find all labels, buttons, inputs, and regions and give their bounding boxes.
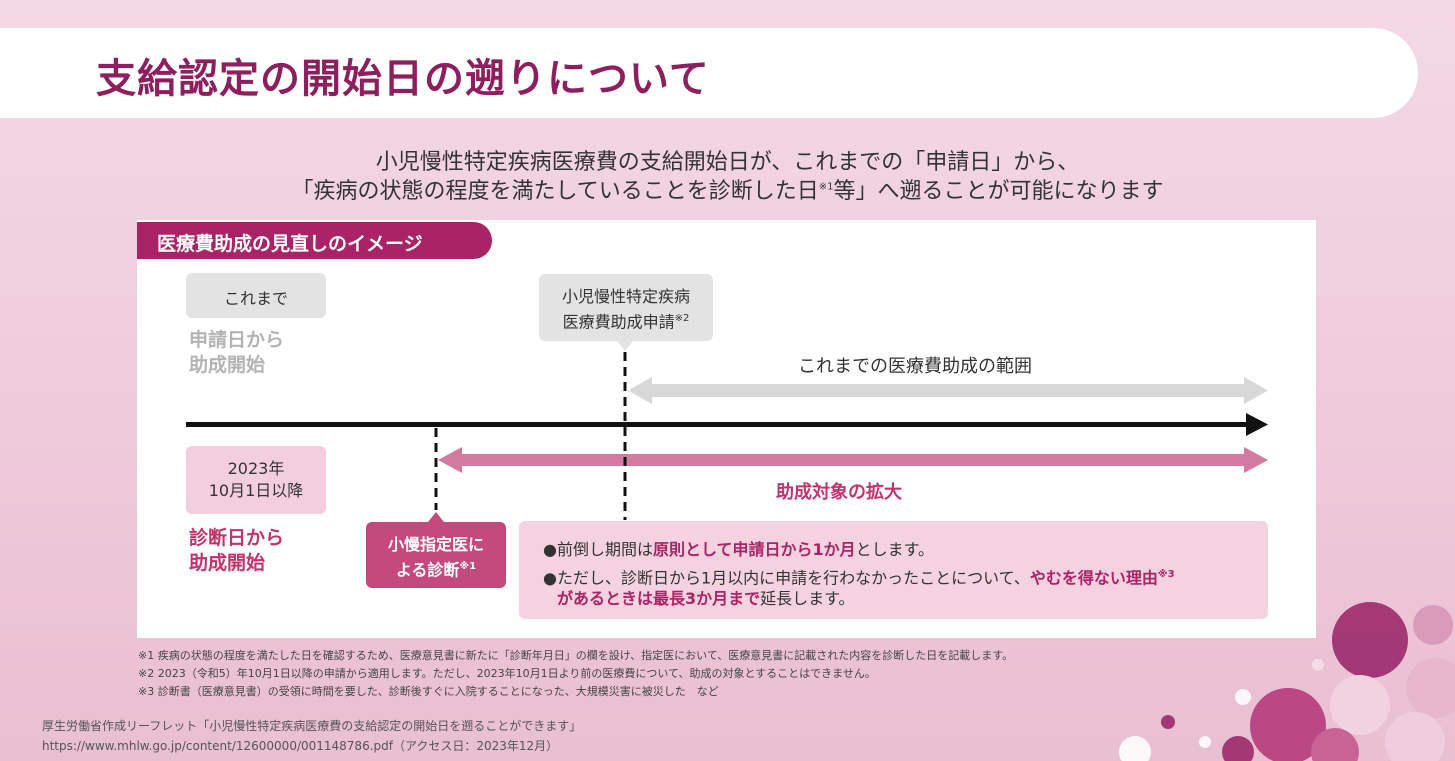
intro-line-2: 「疾病の状態の程度を満たしていることを診断した日※1等」へ遡ることが可能になりま… — [291, 179, 1164, 204]
range-old-arrow — [628, 377, 1268, 404]
intro-line-1: 小児慢性特定疾病医療費の支給開始日が、これまでの「申請日」から、 — [375, 150, 1080, 175]
source-line-1: 厚生労働省作成リーフレット「小児慢性特定疾病医療費の支給認定の開始日を遡ることが… — [42, 719, 582, 733]
section-tag: 医療費助成の見直しのイメージ — [137, 222, 492, 259]
note-2: ●ただし、診断日から1月以内に申請を行わなかったことについて、やむを得ない理由※… — [543, 568, 1175, 588]
timeline-arrow — [186, 413, 1268, 436]
footnote-3: ※3 診断書（医療意見書）の受領に時間を要した、診断後すぐに入院することになった… — [138, 685, 719, 698]
before-box: これまで — [186, 273, 326, 318]
range-new-label: 助成対象の拡大 — [776, 482, 902, 503]
range-old-label: これまでの医療費助成の範囲 — [798, 356, 1032, 377]
title-bar: 支給認定の開始日の遡りについて — [0, 28, 1418, 118]
application-pointer — [617, 341, 633, 351]
before-label: 申請日から 助成開始 — [189, 329, 285, 376]
notes-box: ●前倒し期間は原則として申請日から1か月とします。 ●ただし、診断日から1月以内… — [519, 521, 1268, 619]
source-line-2: https://www.mhlw.go.jp/content/12600000/… — [42, 739, 559, 753]
range-new-arrow — [438, 447, 1268, 473]
decorative-circles — [1119, 602, 1455, 761]
note-2-cont: があるときは最長3か月まで延長します。 — [557, 589, 855, 609]
footnote-1: ※1 疾病の状態の程度を満たした日を確認するため、医療意見書に新たに「診断年月日… — [138, 649, 1014, 662]
diagnosis-pointer — [428, 512, 444, 522]
footnote-2: ※2 2023（令和5）年10月1日以降の申請から適用します。ただし、2023年… — [138, 667, 876, 680]
note-1: ●前倒し期間は原則として申請日から1か月とします。 — [543, 540, 935, 559]
application-callout: 小児慢性特定疾病 医療費助成申請※2 — [539, 274, 713, 341]
diagnosis-callout: 小慢指定医に よる診断※1 — [366, 522, 506, 588]
after-box: 2023年 10月1日以降 — [186, 446, 326, 514]
after-label: 診断日から 助成開始 — [189, 527, 285, 574]
page-title: 支給認定の開始日の遡りについて — [96, 56, 710, 102]
